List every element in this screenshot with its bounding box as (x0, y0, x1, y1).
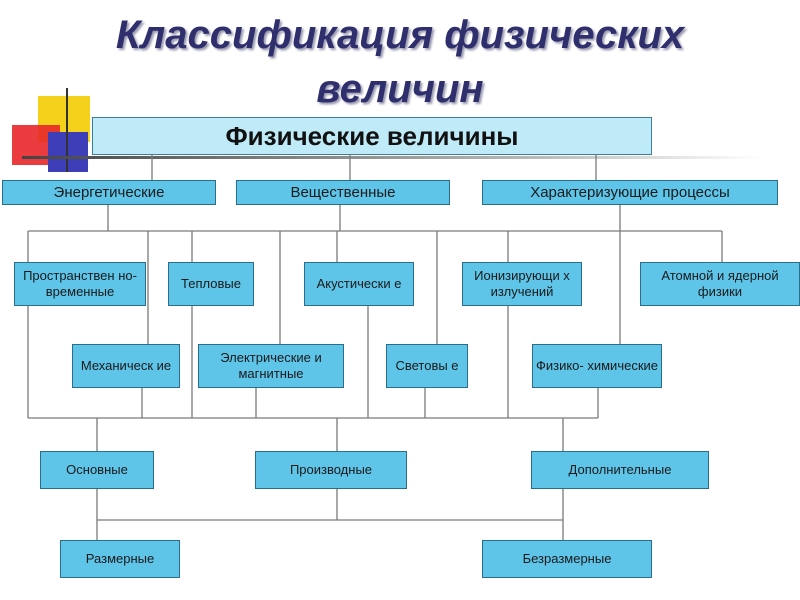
box-dimensional: Размерные (60, 540, 180, 578)
box-basic: Основные (40, 451, 154, 489)
box-light: Световы е (386, 344, 468, 388)
category-energy-label: Энергетические (53, 183, 165, 201)
box-spatiotemporal-label: Пространствен но- временные (23, 268, 137, 299)
page-title-line2: величин (316, 67, 484, 111)
decor-vertical-line (66, 88, 68, 172)
category-energy: Энергетические (2, 180, 216, 205)
box-electric-label: Электрические и магнитные (220, 350, 322, 381)
category-process-label: Характеризующие процессы (530, 183, 730, 201)
box-derived: Производные (255, 451, 407, 489)
box-basic-label: Основные (66, 462, 128, 477)
box-dimensional-label: Размерные (85, 551, 155, 566)
box-physchem-label: Физико- химические (535, 358, 658, 373)
root-label: Физические величины (225, 121, 519, 151)
category-substance: Вещественные (236, 180, 450, 205)
decor-blue-square (48, 132, 88, 172)
box-dimensionless: Безразмерные (482, 540, 652, 578)
box-dimensionless-label: Безразмерные (522, 551, 612, 566)
box-physchem: Физико- химические (532, 344, 662, 388)
decor-horizontal-line (22, 156, 762, 159)
root-box: Физические величины (92, 117, 652, 155)
box-acoustic: Акустически е (304, 262, 414, 306)
box-ionizing: Ионизирующи х излучений (462, 262, 582, 306)
box-mechanical: Механическ ие (72, 344, 180, 388)
box-electric: Электрические и магнитные (198, 344, 344, 388)
box-light-label: Световы е (395, 358, 459, 373)
box-additional: Дополнительные (531, 451, 709, 489)
box-additional-label: Дополнительные (568, 462, 672, 477)
box-spatiotemporal: Пространствен но- временные (14, 262, 146, 306)
box-derived-label: Производные (289, 462, 373, 477)
box-atomic: Атомной и ядерной физики (640, 262, 800, 306)
box-thermal-label: Тепловые (181, 276, 241, 291)
page-title-line1: Классификация физических (115, 13, 685, 57)
box-ionizing-label: Ионизирующи х излучений (474, 268, 570, 299)
category-process: Характеризующие процессы (482, 180, 778, 205)
box-atomic-label: Атомной и ядерной физики (661, 268, 779, 299)
box-mechanical-label: Механическ ие (80, 358, 172, 373)
box-acoustic-label: Акустически е (316, 276, 402, 291)
category-substance-label: Вещественные (290, 183, 396, 201)
box-thermal: Тепловые (168, 262, 254, 306)
